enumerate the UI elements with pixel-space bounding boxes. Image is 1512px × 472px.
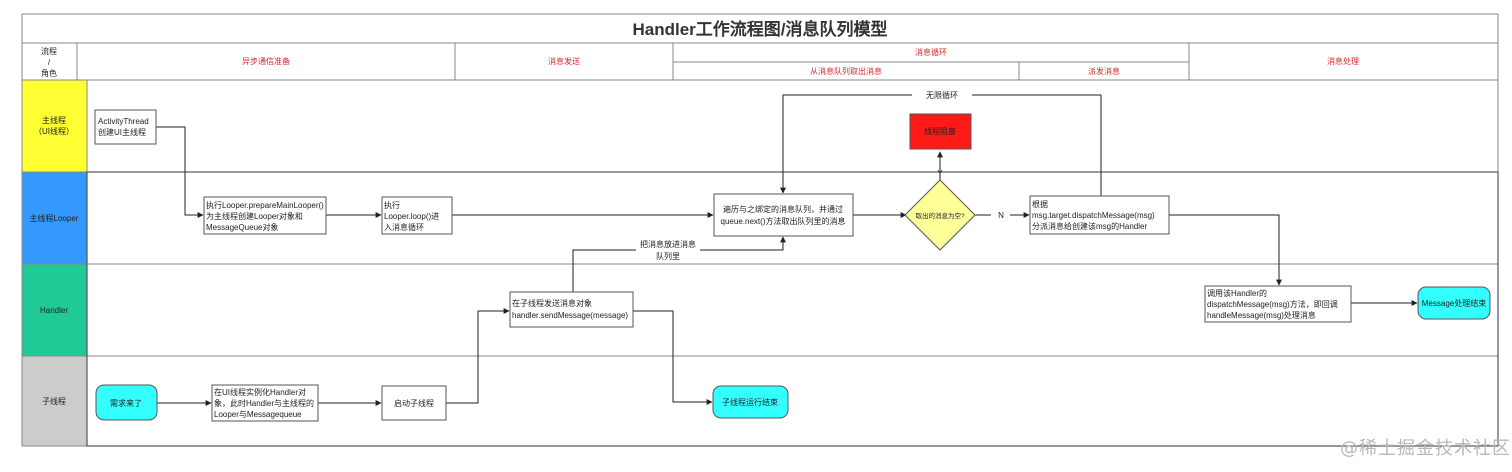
edge-activity-to-prepare [156, 126, 204, 218]
edge-label-enqueue-line2: 队列里 [656, 251, 680, 261]
lane-ui-thread [21, 79, 88, 173]
swimlanes: 主线程 （UI线程） 主线程Looper Handler 子线程 [21, 79, 1499, 447]
connectors [156, 94, 1418, 406]
node-looper-loop [381, 196, 453, 235]
node-instantiate-line3: Looper与Messagequeue [214, 410, 302, 419]
node-request [95, 384, 158, 421]
node-thread-blocked [909, 113, 972, 150]
edge-labels: 无限循环 Y N 把消息放进消息 队列里 [640, 90, 1004, 261]
node-traverse-line1: 遍历与之绑定的消息队列，并通过 [723, 204, 843, 214]
node-instantiate-handler [211, 384, 319, 422]
lane-label-ui-thread-sub: （UI线程） [34, 126, 74, 136]
node-send-message [509, 291, 634, 328]
node-message-done-label: Message处理结束 [1422, 298, 1486, 308]
node-start-child [381, 385, 447, 421]
lane-child-thread [21, 355, 88, 447]
node-handler-dispatch [1204, 285, 1352, 323]
node-activity-thread [94, 109, 157, 145]
lane-label-looper: 主线程Looper [30, 213, 79, 223]
corner-label-slash: / [48, 58, 51, 67]
node-child-end [712, 385, 789, 419]
node-message-done [1417, 286, 1491, 320]
node-dispatch [1029, 195, 1170, 235]
node-looper-loop-line3: 入消息循环 [384, 222, 424, 232]
phase-dispatch-message: 派发消息 [1088, 66, 1120, 76]
page-title: Handler工作流程图/消息队列模型 [632, 19, 887, 39]
phase-message-send: 消息发送 [548, 56, 580, 66]
node-prepare-line1: 执行Looper.prepareMainLooper() [206, 200, 324, 210]
edge-label-enqueue-line1: 把消息放进消息 [640, 239, 696, 249]
lane-main-looper [21, 171, 88, 265]
node-queue-empty-label: 取出的消息为空? [915, 211, 965, 220]
node-dispatch-line3: 分派消息给创建该msg的Handler [1032, 221, 1147, 231]
node-child-end-label: 子线程运行结束 [722, 397, 778, 407]
node-prepare-line3: MessageQueue对象 [206, 222, 278, 232]
node-dispatch-line2: msg.target.dispatchMessage(msg) [1032, 211, 1155, 220]
lane-handler [21, 263, 88, 357]
node-request-label: 需求来了 [110, 398, 142, 408]
phase-take-message: 从消息队列取出消息 [810, 66, 882, 76]
nodes: ActivityThread 创建UI主线程 执行Looper.prepareM… [94, 109, 1491, 422]
edge-loop-back-b [780, 94, 912, 194]
node-instantiate-line2: 象，此时Handler与主线程的 [214, 398, 314, 408]
node-looper-loop-line1: 执行 [384, 200, 400, 210]
phase-header: 流程 / 角色 异步通信准备 消息发送 消息循环 从消息队列取出消息 派发消息 … [22, 43, 1498, 81]
node-prepare-main-looper [203, 196, 327, 235]
phase-message-loop: 消息循环 [915, 47, 947, 57]
edge-send-to-queue-b [700, 236, 786, 251]
node-queue-empty-decision [904, 179, 976, 251]
lane-label-child: 子线程 [42, 396, 66, 406]
lane-label-handler: Handler [40, 306, 68, 315]
node-traverse-queue [713, 193, 854, 237]
edge-label-yes: Y [937, 169, 943, 178]
node-activity-thread-line2: 创建UI主线程 [98, 127, 146, 137]
edge-send-to-child-end [633, 310, 713, 405]
node-prepare-line2: 为主线程创建Looper对象和 [206, 211, 303, 221]
node-handler-dispatch-line1: 调用该Handler的 [1207, 288, 1267, 298]
edge-loop-back-a [972, 94, 1102, 196]
edge-send-to-queue-a [572, 249, 636, 292]
edge-start-to-send [446, 308, 510, 404]
node-send-line2: handler.sendMessage(message) [512, 311, 628, 320]
edge-label-no: N [998, 211, 1004, 220]
lane-label-ui-thread: 主线程 [42, 115, 66, 125]
node-handler-dispatch-line3: handleMessage(msg)处理消息 [1207, 310, 1316, 320]
watermark: @稀土掘金技术社区 [1340, 438, 1511, 459]
node-dispatch-line1: 根据 [1032, 199, 1048, 209]
node-activity-thread-line1: ActivityThread [98, 117, 149, 126]
node-start-child-label: 启动子线程 [394, 398, 434, 408]
node-instantiate-line1: 在UI线程实例化Handler对 [214, 387, 306, 397]
node-traverse-line2: queue.next()方法取出队列里的消息 [721, 216, 846, 226]
corner-label-flow: 流程 [41, 46, 57, 56]
node-looper-loop-line2: Looper.loop()进 [384, 212, 439, 221]
node-thread-blocked-label: 线程阻塞 [924, 126, 956, 136]
edge-dispatch-to-handler [1169, 214, 1282, 286]
node-send-line1: 在子线程发送消息对象 [512, 298, 592, 308]
phase-message-handle: 消息处理 [1327, 56, 1359, 66]
edge-label-infinite-loop: 无限循环 [926, 90, 958, 100]
corner-label-role: 角色 [41, 68, 57, 78]
phase-async-prep: 异步通信准备 [242, 56, 290, 66]
node-handler-dispatch-line2: dispatchMessage(msg)方法，即回调 [1207, 299, 1338, 309]
